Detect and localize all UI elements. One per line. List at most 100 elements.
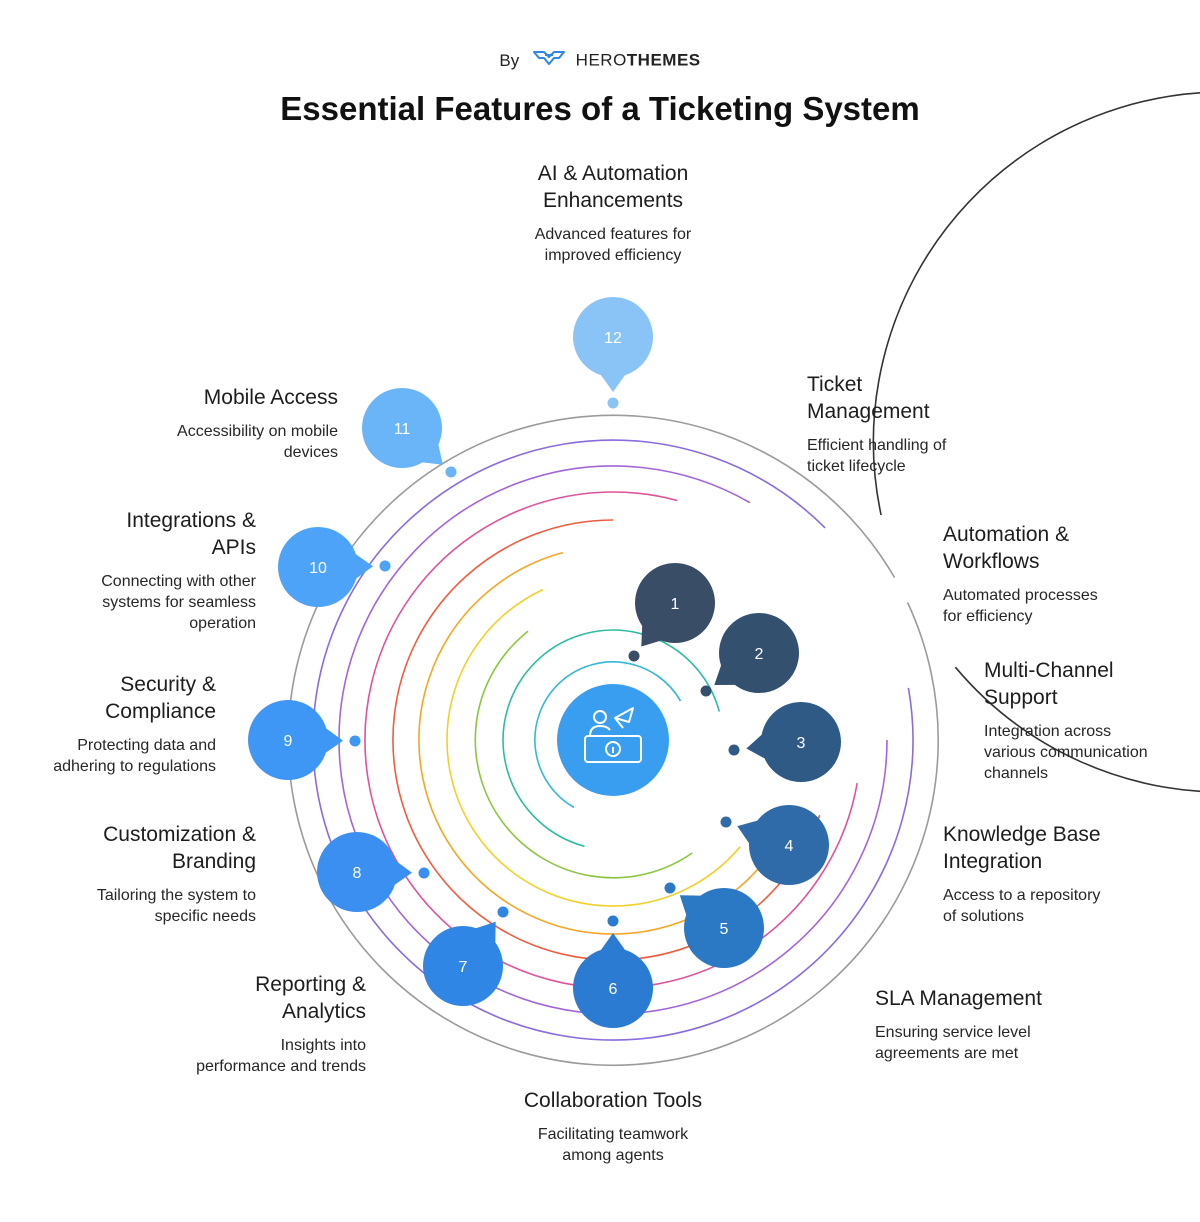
feature-description-line: among agents	[562, 1147, 664, 1164]
feature-bubble-11	[362, 388, 442, 468]
feature-title-9: Security & Compliance	[6, 671, 216, 725]
anchor-dot-1	[628, 650, 640, 662]
feature-description-line: specific needs	[154, 908, 256, 925]
feature-title-line: Automation &	[943, 523, 1070, 546]
anchor-dot-7	[497, 906, 509, 918]
anchor-dot-6	[607, 915, 619, 927]
feature-bubble-1	[635, 563, 715, 643]
feature-title-line: Analytics	[281, 1000, 366, 1023]
feature-description-line: adhering to regulations	[53, 758, 216, 775]
feature-description-line: Insights into	[280, 1037, 366, 1054]
feature-description-line: of solutions	[943, 908, 1024, 925]
feature-title-11: Mobile Access	[118, 384, 338, 411]
brand-line: By HEROTHEMES	[0, 48, 1200, 73]
feature-bubble-10	[278, 527, 358, 607]
feature-bubble-12	[573, 297, 653, 377]
anchor-dot-8	[418, 867, 430, 879]
page-title: Essential Features of a Ticketing System	[280, 90, 920, 127]
feature-title-line: Security &	[120, 673, 216, 696]
feature-title-5: SLA Management	[875, 985, 1105, 1012]
feature-title-line: Knowledge Base	[943, 823, 1101, 846]
feature-title-line: Collaboration Tools	[523, 1089, 703, 1112]
feature-description-line: ticket lifecycle	[807, 458, 906, 475]
feature-title-2: Automation &Workflows	[943, 521, 1173, 575]
anchor-dot-10	[379, 560, 391, 572]
feature-title-line: Mobile Access	[203, 386, 338, 409]
feature-bubble-4	[749, 805, 829, 885]
feature-title-10: Integrations & APIs	[36, 507, 256, 561]
feature-description-line: various communication	[984, 744, 1148, 761]
feature-bubble-3	[761, 702, 841, 782]
herothemes-logo-icon	[532, 48, 566, 73]
feature-description-5: Ensuring service level agreements are met	[875, 1022, 1105, 1064]
feature-title-line: Integrations &	[126, 509, 256, 532]
feature-description-line: Access to a repository	[943, 887, 1101, 904]
feature-description-line: Tailoring the system to	[96, 887, 256, 904]
bubble-number-9: 9	[284, 733, 293, 750]
feature-title-line: Integration	[943, 850, 1043, 873]
hub-circle	[557, 684, 669, 796]
feature-description-line: Integration across	[984, 723, 1112, 740]
feature-description-12: Advanced features for improved efficiency	[463, 224, 763, 266]
anchor-dot-3	[728, 744, 740, 756]
anchor-dot-12	[607, 397, 619, 409]
feature-title-line: Multi-Channel	[984, 659, 1114, 682]
bubble-number-8: 8	[353, 865, 362, 882]
feature-bubble-7	[423, 926, 503, 1006]
feature-title-line: Customization &	[103, 823, 256, 846]
feature-bubble-6	[573, 948, 653, 1028]
ring-arc-1	[534, 661, 682, 809]
bubble-number-1: 1	[671, 596, 680, 613]
bubble-number-3: 3	[797, 735, 806, 752]
feature-description-line: Advanced features for	[534, 226, 692, 243]
feature-title-line: Enhancements	[542, 189, 684, 212]
ring-arc-4	[446, 588, 741, 907]
bubble-number-4: 4	[785, 838, 794, 855]
anchor-dot-4	[720, 816, 732, 828]
bubble-number-7: 7	[459, 959, 468, 976]
feature-description-line: Ensuring service level	[875, 1024, 1031, 1041]
feature-description-7: Insights into performance and trends	[126, 1035, 366, 1077]
by-text: By	[499, 50, 520, 70]
feature-title-8: Customization &Branding	[26, 821, 256, 875]
brand-name-themes: THEMES	[626, 50, 701, 70]
ring-arc-3	[474, 630, 693, 879]
feature-description-line: Protecting data and	[77, 737, 216, 754]
bubble-number-11: 11	[394, 421, 411, 438]
feature-description-line: improved efficiency	[544, 247, 682, 264]
feature-bubble-9	[248, 700, 328, 780]
anchor-dot-11	[445, 466, 457, 478]
feature-title-line: Ticket	[807, 373, 863, 396]
feature-description-line: performance and trends	[196, 1058, 366, 1075]
brand-name-hero: HERO	[575, 50, 627, 70]
feature-title-line: Management	[807, 400, 930, 423]
feature-description-line: agreements are met	[875, 1045, 1019, 1062]
feature-description-line: systems for seamless	[102, 594, 256, 611]
feature-title-line: Compliance	[105, 700, 216, 723]
feature-title-7: Reporting &Analytics	[126, 971, 366, 1025]
feature-description-8: Tailoring the system to specific needs	[26, 885, 256, 927]
feature-description-6: Facilitating teamwork among agents	[463, 1124, 763, 1166]
feature-description-line: Accessibility on mobile	[177, 423, 338, 440]
feature-bubble-2	[719, 613, 799, 693]
feature-description-line: Facilitating teamwork	[537, 1126, 689, 1143]
feature-title-line: APIs	[211, 536, 256, 559]
